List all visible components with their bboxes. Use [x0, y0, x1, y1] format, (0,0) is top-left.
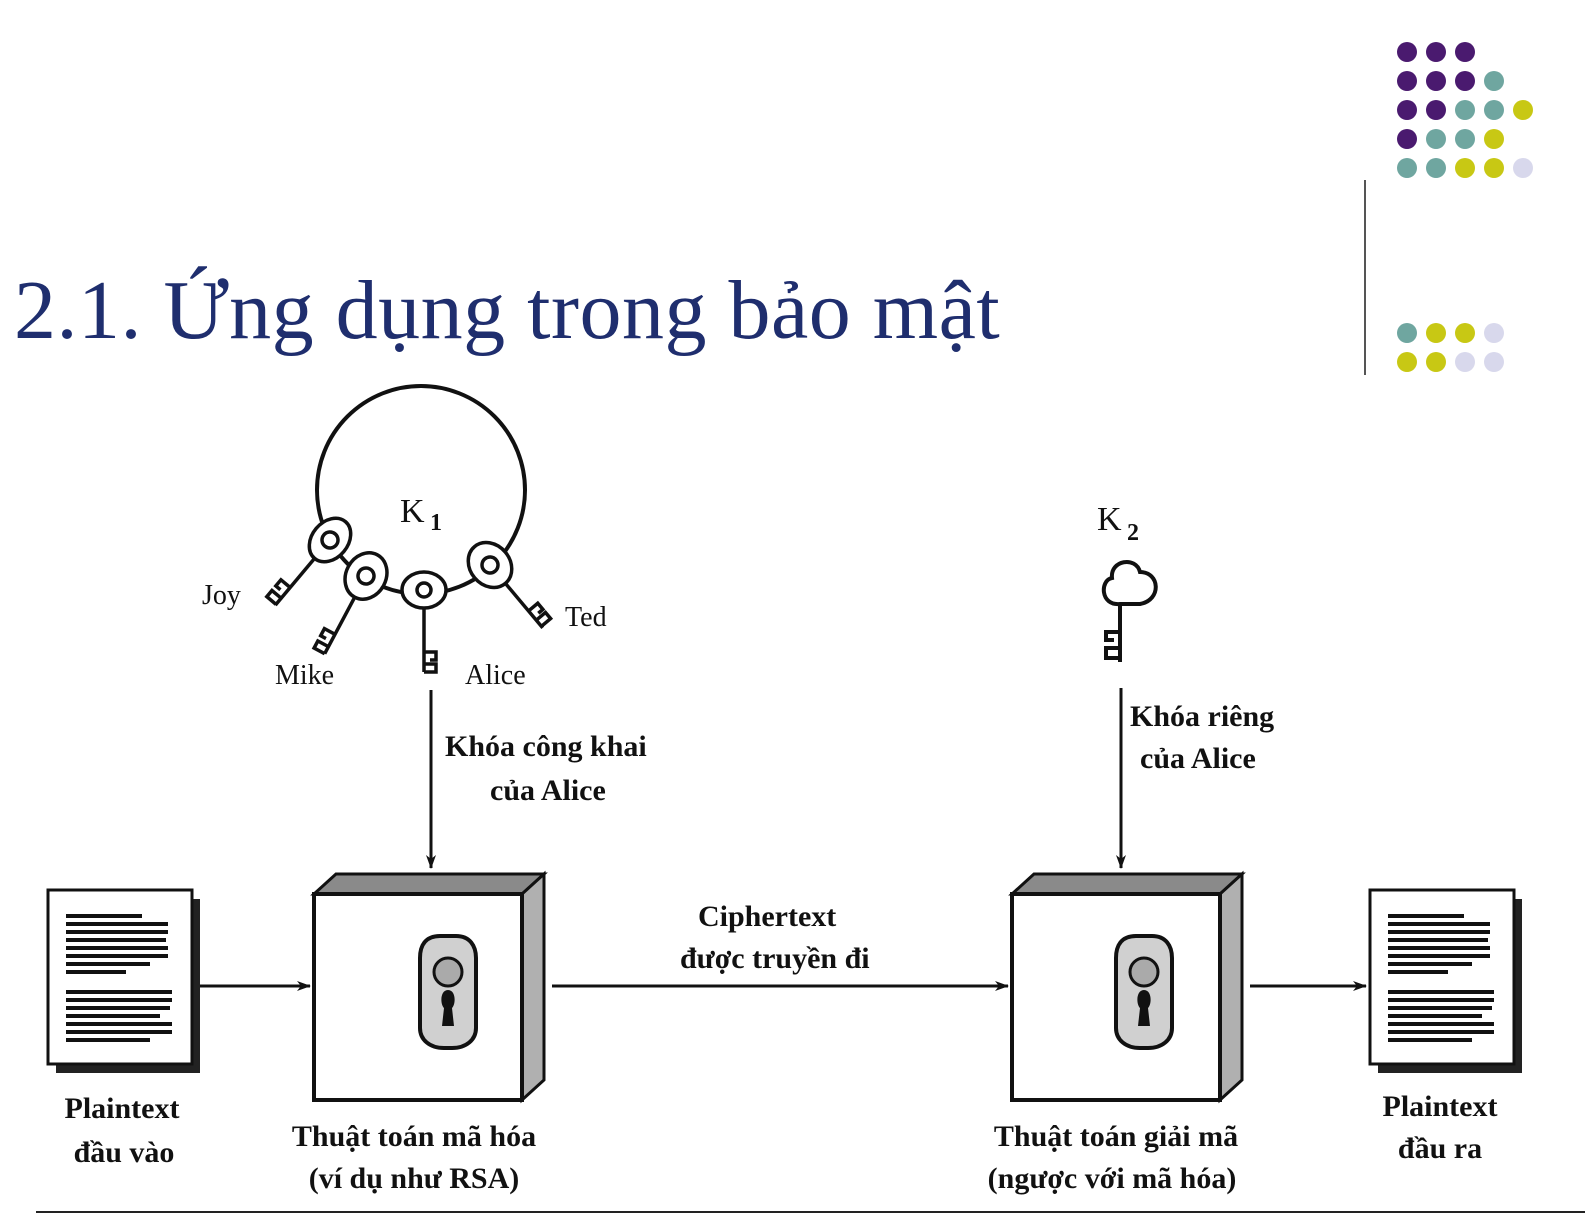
decrypt-label-line2: (ngược với mã hóa) [988, 1162, 1237, 1195]
public-key-subscript: 1 [430, 510, 442, 536]
encryption-box [314, 874, 544, 1100]
key-owner-alice: Alice [465, 660, 526, 691]
ciphertext-label-line1: Ciphertext [698, 900, 836, 933]
plaintext-in-label-line2: đầu vào [74, 1136, 175, 1169]
ciphertext-label-line2: được truyền đi [680, 942, 870, 975]
private-key-symbol: K [1097, 501, 1122, 538]
public-key-label-line1: Khóa công khai [445, 730, 647, 763]
encrypt-label-line2: (ví dụ như RSA) [309, 1162, 520, 1195]
document-icon [1370, 890, 1522, 1073]
public-key-symbol: K [400, 493, 425, 530]
public-key-label-line2: của Alice [490, 774, 606, 807]
private-key-label-line1: Khóa riêng [1130, 700, 1274, 733]
key-owner-mike: Mike [275, 660, 334, 691]
key-icon [402, 572, 446, 672]
plaintext-out-label-line2: đầu ra [1398, 1132, 1482, 1165]
lock-icon [420, 936, 476, 1048]
key-icon [459, 534, 558, 641]
private-key-label-line2: của Alice [1140, 742, 1256, 775]
encrypt-label-line1: Thuật toán mã hóa [292, 1120, 536, 1153]
document-icon [48, 890, 200, 1073]
key-icon [1104, 562, 1156, 662]
decryption-box [1012, 874, 1242, 1100]
plaintext-in-label-line1: Plaintext [65, 1092, 180, 1125]
key-owner-joy: Joy [202, 580, 241, 611]
key-owner-ted: Ted [565, 602, 607, 633]
plaintext-out-label-line1: Plaintext [1383, 1090, 1498, 1123]
private-key-subscript: 2 [1127, 520, 1139, 546]
decrypt-label-line1: Thuật toán giải mã [994, 1120, 1238, 1153]
lock-icon [1116, 936, 1172, 1048]
